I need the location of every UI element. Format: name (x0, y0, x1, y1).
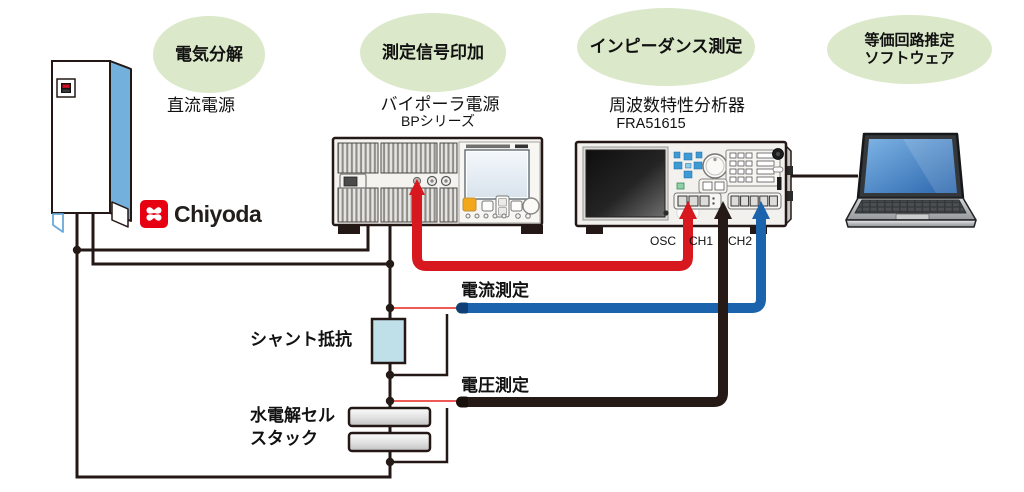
psu-output-button (462, 197, 477, 212)
shunt-resistor-label: シャント抵抗 (250, 330, 352, 349)
stage-label: 測定信号印加 (382, 42, 484, 62)
fra-keypad (725, 149, 781, 187)
dc-power-supply-label: 直流電源 (167, 96, 235, 115)
port-label-osc: OSC (649, 234, 676, 248)
stage-label: インピーダンス測定 (589, 37, 743, 56)
laptop-keyboard (854, 199, 967, 214)
port-label-ch2: CH2 (727, 234, 752, 248)
fra-connector-strips (673, 192, 782, 210)
laptop-trackpad (895, 213, 930, 220)
port-label-ch1: CH1 (688, 234, 713, 248)
fra-illustration (574, 140, 858, 234)
stage-label-line1: 等価回路推定 (864, 31, 955, 49)
dc-power-supply-illustration (51, 60, 132, 233)
sense-lines (390, 307, 459, 402)
dc-supply-indicator (56, 78, 76, 98)
fra-model-label: FRA51615 (616, 116, 686, 132)
fra-knob (702, 153, 728, 179)
chiyoda-logo-text: Chiyoda (174, 200, 262, 227)
chiyoda-logo-icon (140, 200, 168, 228)
fra-label: 周波数特性分析器 (609, 96, 745, 115)
stage-signal-application: 測定信号印加 (360, 13, 506, 92)
ch1-wire (456, 201, 732, 408)
bipolar-power-supply-illustration (331, 136, 544, 234)
psu-knob (522, 197, 540, 215)
stage-equivalent-circuit-software: 等価回路推定 ソフトウェア (827, 15, 992, 84)
bipolar-series-label: BPシリーズ (401, 113, 475, 129)
stage-impedance-measurement: インピーダンス測定 (577, 8, 755, 86)
osc-wire (409, 179, 697, 271)
fra-dpad (673, 151, 703, 179)
stage-label-line2: ソフトウェア (864, 49, 955, 67)
current-measurement-label: 電流測定 (461, 281, 529, 300)
chiyoda-logo: Chiyoda (140, 200, 262, 228)
laptop-screen (864, 139, 957, 193)
cell-stack-label-line1: 水電解セル (250, 406, 335, 425)
cell-stack-label-line2: スタック (250, 429, 318, 448)
junction-dots (72, 245, 395, 467)
voltage-measurement-label: 電圧測定 (461, 376, 529, 395)
fra-display (585, 149, 666, 218)
cell-stack (347, 406, 432, 453)
shunt-resistor (370, 317, 407, 365)
ch2-wire (456, 201, 770, 314)
stage-electrolysis: 電気分解 (153, 16, 265, 93)
bipolar-power-supply-label: バイポーラ電源 (380, 95, 500, 114)
laptop-illustration (845, 132, 977, 228)
stage-label: 電気分解 (175, 44, 243, 64)
